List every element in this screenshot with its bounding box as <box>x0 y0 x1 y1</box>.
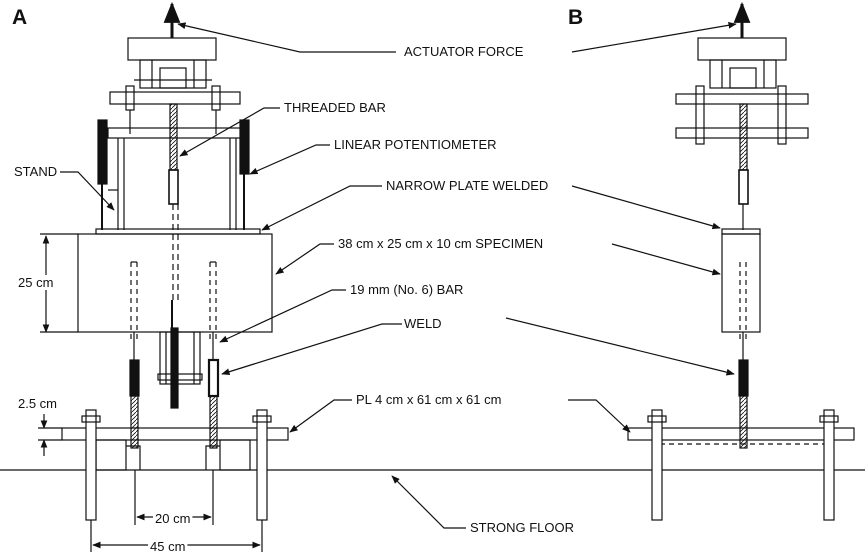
lower-fixture-a <box>159 331 201 385</box>
actuator-head-a <box>127 37 217 61</box>
specimen-block-b <box>721 233 761 333</box>
dim-specimen-height-bg <box>16 275 56 290</box>
dim-bar-spacing: 20 cm <box>155 511 190 526</box>
label-strong-floor: STRONG FLOOR <box>470 520 574 535</box>
anchor-bar-right-a <box>209 395 218 449</box>
dim-plate-thickness-bg <box>16 396 60 411</box>
weld-b <box>738 359 749 397</box>
threaded-bar-a <box>169 103 178 171</box>
threaded-bar-b <box>739 103 748 171</box>
dim-bolt-spacing-bg <box>148 539 188 554</box>
dim-specimen-height: 25 cm <box>18 275 53 290</box>
coupler-a <box>168 169 179 205</box>
actuator-clevis-a <box>139 59 207 89</box>
anchor-bolt-right-b <box>823 409 835 521</box>
panel-letter-a: A <box>12 6 27 29</box>
label-bar: 19 mm (No. 6) BAR <box>350 282 463 297</box>
label-linear-potentiometer: LINEAR POTENTIOMETER <box>334 137 497 152</box>
anchor-bolt-left-a <box>85 409 97 521</box>
label-stand: STAND <box>14 164 57 179</box>
linear-potentiometer-left-a <box>97 119 108 185</box>
label-weld: WELD <box>404 316 442 331</box>
dim-bar-spacing-bg <box>153 511 193 526</box>
linear-potentiometer-right-a <box>239 119 250 175</box>
panel-letter-b: B <box>568 6 583 29</box>
dim-plate-thickness: 2.5 cm <box>18 396 57 411</box>
label-plate: PL 4 cm x 61 cm x 61 cm <box>356 392 501 407</box>
label-threaded-bar: THREADED BAR <box>284 100 386 115</box>
anchor-bar-left-a <box>130 395 139 449</box>
base-plate-b <box>627 427 855 441</box>
base-plate-a <box>61 427 289 441</box>
dim-bolt-spacing: 45 cm <box>150 539 185 554</box>
annotation-labels: ACTUATOR FORCE THREADED BAR LINEAR POTEN… <box>14 44 574 554</box>
label-specimen: 38 cm x 25 cm x 10 cm SPECIMEN <box>338 236 543 251</box>
weld-right-a <box>207 358 220 398</box>
weld-left-a <box>129 359 140 397</box>
leader-lines <box>60 21 737 529</box>
specimen-block-a <box>77 233 273 333</box>
narrow-plate-b <box>721 228 761 235</box>
actuator-head-b <box>697 37 787 61</box>
anchor-bolt-left-b <box>651 409 663 521</box>
panel-b-drawing <box>627 1 855 521</box>
label-narrow-plate-welded: NARROW PLATE WELDED <box>386 178 548 193</box>
label-actuator-force: ACTUATOR FORCE <box>404 44 524 59</box>
anchor-bolt-right-a <box>256 409 268 521</box>
